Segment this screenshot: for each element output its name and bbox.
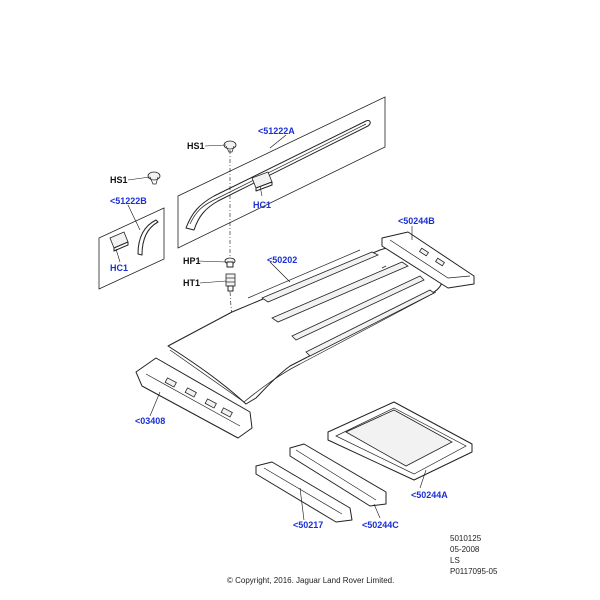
rear-header-panel xyxy=(381,231,475,289)
diagram-date: 05-2008 xyxy=(450,545,480,554)
callout-front-header[interactable]: <03408 xyxy=(135,416,166,426)
clip-hc1-left xyxy=(109,231,129,252)
leader-lines xyxy=(115,134,427,521)
callout-rear-header[interactable]: <50244B xyxy=(398,216,435,226)
callout-hc1-upper[interactable]: HC1 xyxy=(253,200,272,210)
plug-hp1 xyxy=(224,257,236,268)
moulding-kit-box-short xyxy=(98,207,165,290)
front-header-panel xyxy=(135,357,253,439)
callout-roof-panel[interactable]: <50202 xyxy=(267,255,298,265)
callout-hs1-upper[interactable]: HS1 xyxy=(187,141,205,151)
callout-center-bow[interactable]: <50244C xyxy=(362,520,399,530)
moulding-kit-box-long xyxy=(177,96,386,249)
callout-sunroof-frame[interactable]: <50244A xyxy=(411,490,448,500)
callout-moulding-long[interactable]: <51222A xyxy=(258,126,295,136)
callout-hs1-left[interactable]: HS1 xyxy=(110,175,128,185)
callout-hp1[interactable]: HP1 xyxy=(183,256,201,266)
diagram-ref-number: 5010125 xyxy=(450,534,482,543)
callout-front-bow[interactable]: <50217 xyxy=(293,520,324,530)
copyright-notice: © Copyright, 2016. Jaguar Land Rover Lim… xyxy=(227,576,395,585)
roof-panel xyxy=(167,246,444,405)
fastener-ht1 xyxy=(225,273,236,292)
center-roof-bow xyxy=(289,443,387,507)
diagram-model-code: LS xyxy=(450,556,460,565)
callout-ht1[interactable]: HT1 xyxy=(183,278,201,288)
diagram-illustration-id: P0117095-05 xyxy=(450,567,498,576)
callout-hc1-left[interactable]: HC1 xyxy=(110,263,129,273)
sunroof-frame xyxy=(327,401,473,481)
roof-moulding-long xyxy=(185,120,371,231)
clip-hc1-upper xyxy=(251,171,273,192)
roof-moulding-short xyxy=(137,219,159,256)
callout-moulding-short[interactable]: <51222B xyxy=(110,196,147,206)
front-roof-bow xyxy=(255,461,353,523)
screw-hs1-left xyxy=(147,171,161,185)
